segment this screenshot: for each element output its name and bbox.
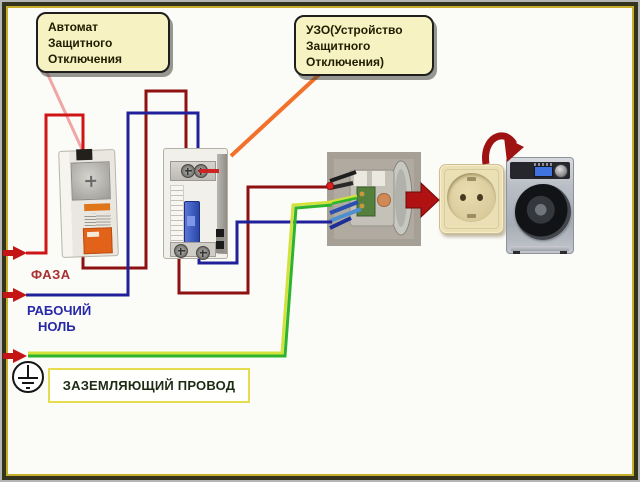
breaker-label-text-lines (84, 213, 111, 227)
breaker-label-strip (84, 203, 111, 212)
terminal-screw (359, 191, 365, 197)
copper-contact (377, 193, 391, 207)
breaker-callout: Автомат Защитного Отключения (36, 12, 170, 73)
phase-wire-breaker-to-rcd (81, 89, 188, 270)
socket-flange-inner (395, 169, 407, 227)
washing-machine-photo (506, 157, 574, 254)
callout-line: Отключения) (306, 55, 385, 69)
ground-wire-yellow (28, 200, 333, 355)
blue-pigtail-wire (329, 200, 359, 215)
phase-junction-dot (326, 182, 334, 190)
circuit-breaker-photo (58, 148, 119, 258)
ground-pigtail-green (329, 196, 358, 206)
callout-line: Автомат (48, 20, 99, 34)
washer-control-panel (510, 162, 570, 179)
rcd-red-stripe (199, 169, 219, 173)
washer-foot (560, 251, 567, 254)
socket-tab-left (354, 171, 367, 186)
washer-door (515, 184, 571, 240)
rcd-label-column (170, 185, 184, 243)
socket-tab-right (372, 171, 385, 186)
blue-pigtail-wire (329, 207, 362, 223)
callout-line: УЗО(Устройство (306, 23, 403, 37)
washer-knob (554, 164, 568, 178)
terminal-screw (359, 203, 365, 209)
socket-pin-hole (460, 194, 466, 201)
rcd-screw (196, 246, 210, 260)
ground-input-arrow-icon (3, 349, 27, 363)
breaker-screw-block (70, 161, 111, 201)
washer-display (534, 166, 553, 177)
callout-line: Отключения (48, 52, 123, 66)
breaker-top-terminal (76, 148, 93, 161)
rcd-toggle-lever (184, 201, 200, 243)
phase-wire-rcd-to-socket (177, 185, 330, 295)
blue-pigtail-wire (329, 216, 352, 230)
callout-line: Защитного (48, 36, 113, 50)
wall-socket-photo (439, 164, 504, 234)
phase-wire-input (26, 113, 85, 255)
neutral-label-line2: НОЛЬ (38, 319, 76, 334)
socket-ground-clip (467, 177, 476, 181)
neutral-label-line1: РАБОЧИЙ (27, 303, 92, 318)
ground-pigtail-yellow (329, 194, 358, 204)
rcd-callout: УЗО(Устройство Защитного Отключения) (294, 15, 434, 76)
ground-label-box: ЗАЗЕМЛЯЮЩИЙ ПРОВОД (48, 368, 250, 403)
black-pigtail-wire (329, 181, 354, 190)
neutral-label: РАБОЧИЙ НОЛЬ (27, 303, 91, 335)
socket-mechanism-photo (327, 152, 421, 246)
neutral-input-arrow-icon (3, 288, 27, 302)
socket-recess (447, 173, 496, 222)
black-pigtail-wire (329, 170, 357, 183)
rcd-screw (181, 164, 195, 178)
breaker-callout-leader (41, 63, 88, 159)
phase-label: ФАЗА (31, 267, 71, 282)
callout-line: Защитного (306, 39, 371, 53)
neutral-wire-input (26, 111, 200, 297)
rcd-screw (174, 244, 188, 258)
washer-base (511, 246, 569, 251)
rcd-mount-slots (216, 229, 224, 253)
rcd-callout-leader (229, 68, 326, 158)
earth-symbol-icon (12, 361, 44, 393)
ground-label: ЗАЗЕМЛЯЮЩИЙ ПРОВОД (62, 378, 236, 393)
terminal-block (356, 186, 376, 217)
breaker-orange-sticker (82, 227, 113, 255)
rcd-din-rail (217, 154, 227, 254)
washer-buttons (534, 163, 552, 166)
ground-wire-green (28, 203, 333, 358)
socket-ground-clip (467, 214, 476, 218)
socket-pin-hole (477, 194, 483, 201)
rcd-device-photo (163, 148, 228, 260)
washer-foot (513, 251, 520, 254)
phase-input-arrow-icon (3, 246, 27, 260)
